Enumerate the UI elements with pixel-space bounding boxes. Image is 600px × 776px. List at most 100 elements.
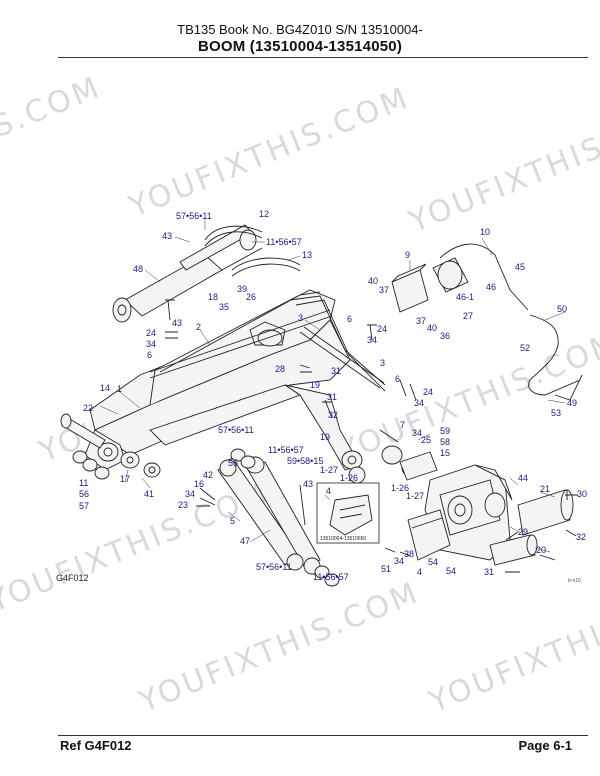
solenoid-valve [391, 257, 469, 313]
callout-2: 2 [196, 322, 201, 332]
leader-lines [99, 219, 566, 553]
callout-1-26-a: 1-26 [340, 473, 358, 483]
callout-34-d: 34 [412, 428, 422, 438]
callout-17: 17 [120, 474, 130, 484]
callout-18: 18 [208, 292, 218, 302]
callout-3-b: 3 [380, 358, 385, 368]
callout-40-a: 40 [368, 276, 378, 286]
callout-43-b: 43 [172, 318, 182, 328]
callout-39: 39 [237, 284, 247, 294]
callout-9: 9 [405, 250, 410, 260]
callout-21: 21 [540, 484, 550, 494]
callout-37-b: 37 [416, 316, 426, 326]
hose-13 [231, 257, 301, 271]
callout-28: 28 [275, 364, 285, 374]
callout-48: 48 [133, 264, 143, 274]
callout-labels: 57•56•11 12 43 11•56•57 13 48 39 18 26 3… [79, 209, 587, 582]
callout-34-f: 34 [394, 556, 404, 566]
callout-42: 42 [203, 470, 213, 480]
callout-44: 44 [518, 473, 528, 483]
callout-36: 36 [440, 331, 450, 341]
callout-55: 55 [228, 458, 238, 468]
callout-1-26-b: 1-26 [391, 483, 409, 493]
callout-43-c: 43 [303, 479, 313, 489]
header-rule [58, 57, 588, 58]
figure-code: G4F012 [56, 573, 89, 583]
callout-11-56-57-c: 11•56•57 [313, 572, 349, 582]
callout-1-27-b: 1-27 [406, 491, 424, 501]
callout-54-b: 54 [446, 566, 456, 576]
callout-57-a: 57 [79, 501, 89, 511]
callout-11-56-57-b: 11•56•57 [268, 445, 304, 455]
callout-23: 23 [178, 500, 188, 510]
callout-46: 46 [486, 282, 496, 292]
callout-59-58-15: 59•58•15 [287, 456, 323, 466]
callout-5: 5 [230, 516, 235, 526]
callout-45: 45 [515, 262, 525, 272]
callout-26: 26 [246, 292, 256, 302]
callout-32: 32 [328, 410, 338, 420]
inset-serial-label: 13510004-13510650 [320, 536, 366, 542]
callout-10: 10 [480, 227, 490, 237]
callout-34-e: 34 [185, 489, 195, 499]
callout-46-1: 46-1 [456, 292, 474, 302]
callout-34-c: 34 [414, 398, 424, 408]
callout-43-a: 43 [162, 231, 172, 241]
hose-12 [204, 225, 263, 241]
callout-1-27-a: 1-27 [320, 465, 338, 475]
callout-57-56-11-b: 57•56•11 [218, 425, 254, 435]
callout-59: 59 [440, 426, 450, 436]
callout-49: 49 [567, 398, 577, 408]
footer-rule [58, 735, 588, 736]
callout-15-a: 15 [440, 448, 450, 458]
arm-cylinder [217, 454, 321, 575]
callout-20: 20 [536, 545, 546, 555]
callout-25: 25 [421, 435, 431, 445]
callout-58: 58 [440, 437, 450, 447]
callout-24-a: 24 [146, 328, 156, 338]
boom-foot-pin [60, 413, 106, 449]
callout-57-56-11-a: 57•56•11 [176, 211, 212, 221]
callout-41: 41 [144, 489, 154, 499]
callout-29: 29 [518, 527, 528, 537]
callout-54-a: 54 [428, 557, 438, 567]
callout-53: 53 [551, 408, 561, 418]
boom-body [84, 289, 351, 471]
callout-16: 16 [194, 479, 204, 489]
callout-3-a: 3 [298, 313, 303, 323]
boom-cylinder [112, 224, 263, 323]
callout-31-a: 31 [331, 366, 341, 376]
callout-47: 47 [240, 536, 250, 546]
callout-22: 22 [83, 403, 93, 413]
callout-4-a: 4 [326, 486, 331, 496]
corner-code: b-n16 [568, 578, 581, 584]
callout-6-b: 6 [347, 314, 352, 324]
callout-31-c: 31 [484, 567, 494, 577]
callout-35: 35 [219, 302, 229, 312]
inset-box [316, 482, 380, 544]
footer-reference: Ref G4F012 [60, 738, 132, 753]
callout-1: 1 [117, 384, 122, 394]
header-book-line: TB135 Book No. BG4Z010 S/N 13510004- [177, 22, 423, 37]
callout-27: 27 [463, 311, 473, 321]
page-title: BOOM (13510004-13514050) [197, 38, 403, 55]
callout-19-a: 19 [310, 380, 320, 390]
callout-50: 50 [557, 304, 567, 314]
callout-14: 14 [100, 383, 110, 393]
callout-24-b: 24 [377, 324, 387, 334]
callout-12: 12 [259, 209, 269, 219]
callout-7: 7 [400, 420, 405, 430]
callout-19-b: 19 [320, 432, 330, 442]
callout-40-b: 40 [427, 323, 437, 333]
callout-51: 51 [381, 564, 391, 574]
callout-34-a: 34 [146, 339, 156, 349]
callout-6-c: 6 [395, 374, 400, 384]
callout-11-a: 11 [79, 478, 88, 488]
callout-56-a: 56 [79, 489, 89, 499]
callout-11-56-57-a: 11•56•57 [266, 237, 302, 247]
callout-4-b: 4 [417, 567, 422, 577]
callout-37-a: 37 [379, 285, 389, 295]
callout-31-b: 31 [327, 392, 337, 402]
callout-30: 30 [577, 489, 587, 499]
